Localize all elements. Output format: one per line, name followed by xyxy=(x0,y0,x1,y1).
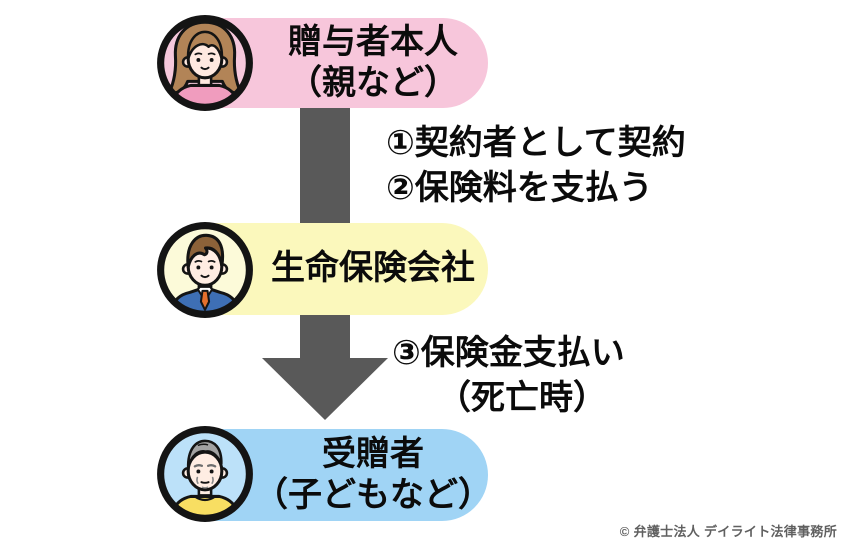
insurer-label: 生命保険会社 xyxy=(258,223,488,315)
annotation-line-contract: ①契約者として契約 xyxy=(386,124,686,162)
donor-label: 贈与者本人 （親など） xyxy=(258,18,488,108)
recipient-label-line1: 受贈者 xyxy=(322,434,424,473)
flow-arrow-head-icon xyxy=(262,358,388,420)
copyright-text: © 弁護士法人 デイライト法律事務所 xyxy=(619,524,837,539)
annotation-line-payout: ③保険金支払い xyxy=(392,334,625,372)
businessman-avatar-icon xyxy=(154,219,256,321)
annotation-steps-1-2: ①契約者として契約 ②保険料を支払う xyxy=(386,121,686,211)
elderly-man-avatar-icon xyxy=(154,423,256,525)
recipient-label: 受贈者 （子どもなど） xyxy=(254,429,492,521)
donor-label-line2: （親など） xyxy=(288,64,458,102)
annotation-step-3: ③保険金支払い （死亡時） xyxy=(392,331,625,421)
woman-avatar-icon xyxy=(154,12,256,114)
recipient-label-line2: （子どもなど） xyxy=(254,476,492,514)
insurer-label-line1: 生命保険会社 xyxy=(271,249,475,288)
annotation-line-death: （死亡時） xyxy=(437,379,607,417)
donor-label-line1: 贈与者本人 xyxy=(288,22,458,61)
annotation-line-premium: ②保険料を支払う xyxy=(386,169,653,207)
